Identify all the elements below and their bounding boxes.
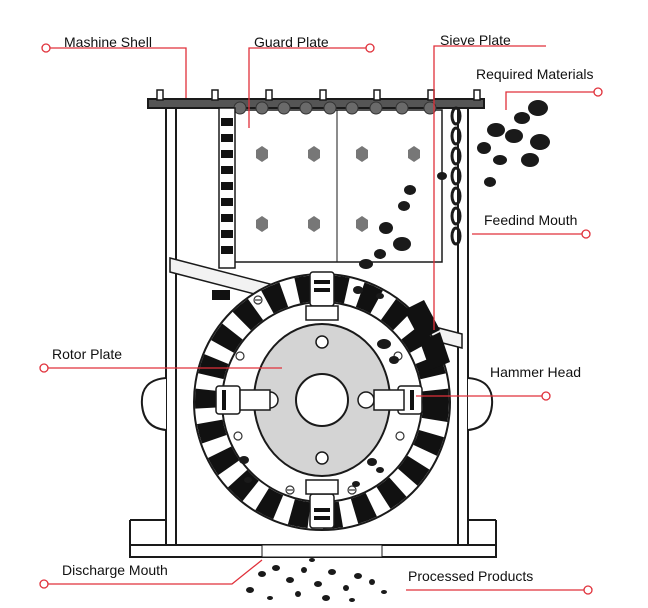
- required-materials-particles: [239, 100, 550, 487]
- rotor-plate: [253, 323, 391, 477]
- hammer-heads: [215, 271, 423, 529]
- label-rotor-plate: Rotor Plate: [52, 346, 123, 362]
- top-bolts: [156, 89, 481, 101]
- discharge-mouth: [261, 544, 383, 558]
- label-guard-plate: Guard Plate: [254, 34, 329, 50]
- label-feeding-mouth: Feedind Mouth: [484, 212, 578, 228]
- ring-markers: [233, 295, 405, 495]
- side-liner: [212, 290, 450, 370]
- guard-plate: [231, 101, 443, 263]
- label-machine-shell: Mashine Shell: [64, 34, 152, 50]
- processed-products-particles: [246, 558, 387, 602]
- feeding-chain: [450, 106, 462, 246]
- label-processed-products: Processed Products: [408, 568, 534, 584]
- leader-lines: [44, 45, 598, 591]
- left-liner-chain: [218, 107, 236, 269]
- label-sieve-plate: Sieve Plate: [440, 32, 511, 48]
- label-required-materials: Required Materials: [476, 66, 594, 82]
- label-discharge-mouth: Discharge Mouth: [62, 562, 168, 578]
- label-hammer-head: Hammer Head: [490, 364, 582, 380]
- leader-endpoints: [39, 43, 603, 595]
- machine-shell: [129, 98, 497, 558]
